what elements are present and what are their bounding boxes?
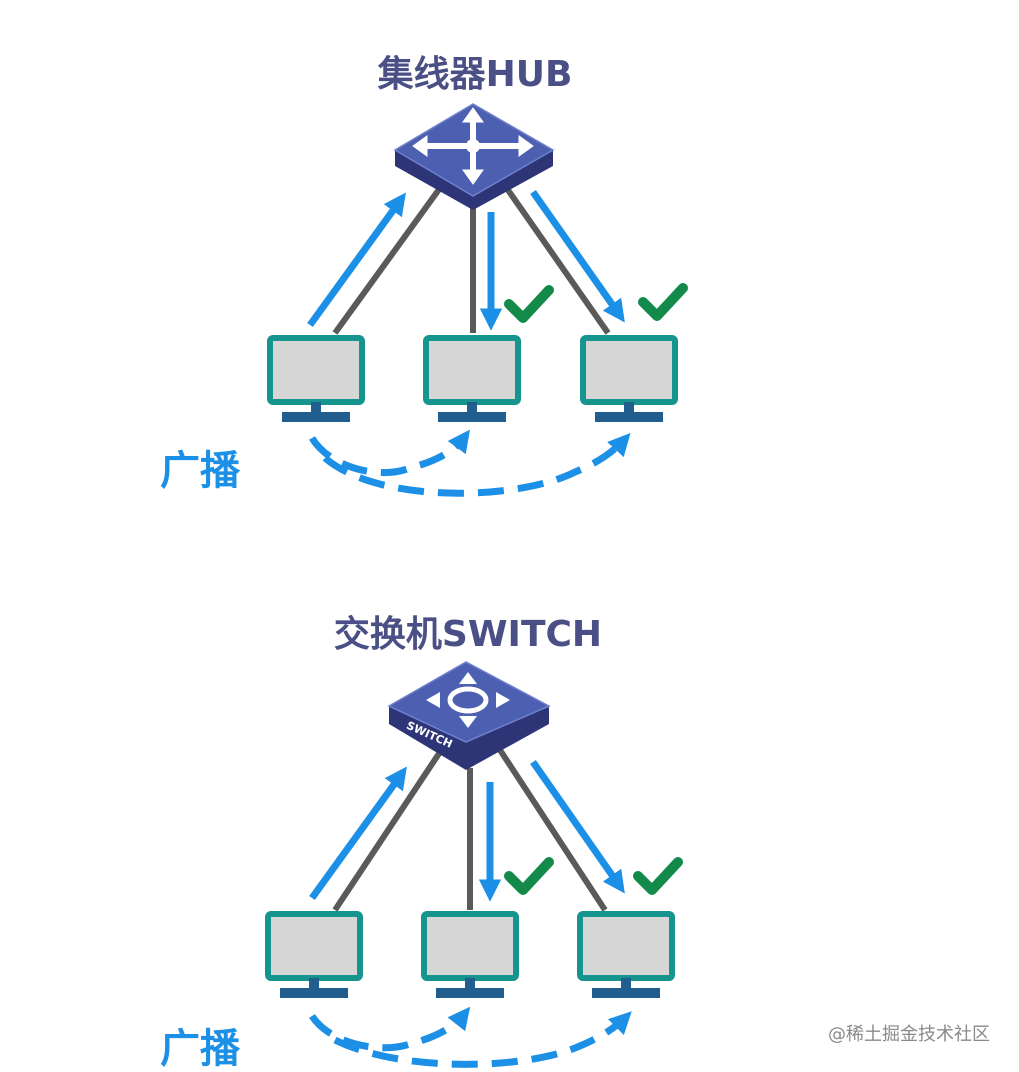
arrow-icon	[530, 759, 625, 894]
check-icon	[509, 862, 549, 890]
hub-broadcast-label: 广播	[160, 448, 241, 494]
arrow-icon	[309, 766, 407, 901]
switch-broadcast-arrows	[309, 1006, 632, 1068]
hub-icon	[393, 103, 555, 210]
arrow-icon	[530, 189, 625, 323]
switch-data-arrows	[309, 759, 625, 902]
computer-icon	[268, 914, 360, 998]
check-icon	[638, 862, 678, 890]
hub-broadcast-arrows	[309, 429, 631, 497]
computer-icon	[583, 338, 675, 422]
switch-title: 交换机SWITCH	[334, 613, 602, 655]
computer-icon	[424, 914, 516, 998]
hub-data-arrows	[307, 189, 625, 331]
switch-cables	[332, 748, 608, 912]
computer-icon	[580, 914, 672, 998]
arrow-icon	[333, 1011, 632, 1068]
computer-icon	[426, 338, 518, 422]
hub-cables	[332, 186, 611, 335]
hub-section: 集线器HUB	[160, 54, 683, 497]
arrow-icon	[322, 433, 631, 497]
arrow-icon	[307, 192, 406, 328]
switch-icon: SWITCH	[387, 661, 551, 770]
switch-broadcast-label: 广播	[160, 1026, 241, 1072]
computer-icon	[270, 338, 362, 422]
watermark: @稀土掘金技术社区	[828, 1024, 990, 1045]
check-icon	[643, 288, 683, 316]
switch-section: 交换机SWITCH SWITCH	[160, 613, 678, 1072]
hub-title: 集线器HUB	[377, 54, 573, 95]
check-icon	[509, 290, 549, 318]
